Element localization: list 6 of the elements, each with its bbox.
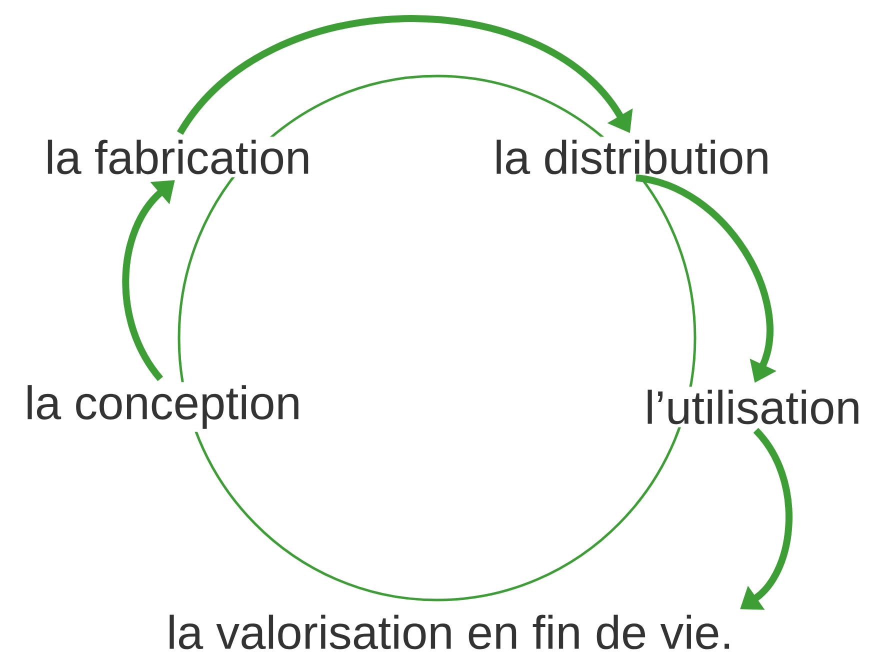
curved-arrow: [177, 15, 633, 136]
stage-label: la distribution: [490, 136, 774, 178]
stage-label: l’utilisation: [642, 386, 864, 428]
stage-label: la fabrication: [42, 136, 314, 178]
stage-label: la valorisation en fin de vie.: [164, 612, 736, 652]
stage-label: la conception: [22, 382, 304, 432]
